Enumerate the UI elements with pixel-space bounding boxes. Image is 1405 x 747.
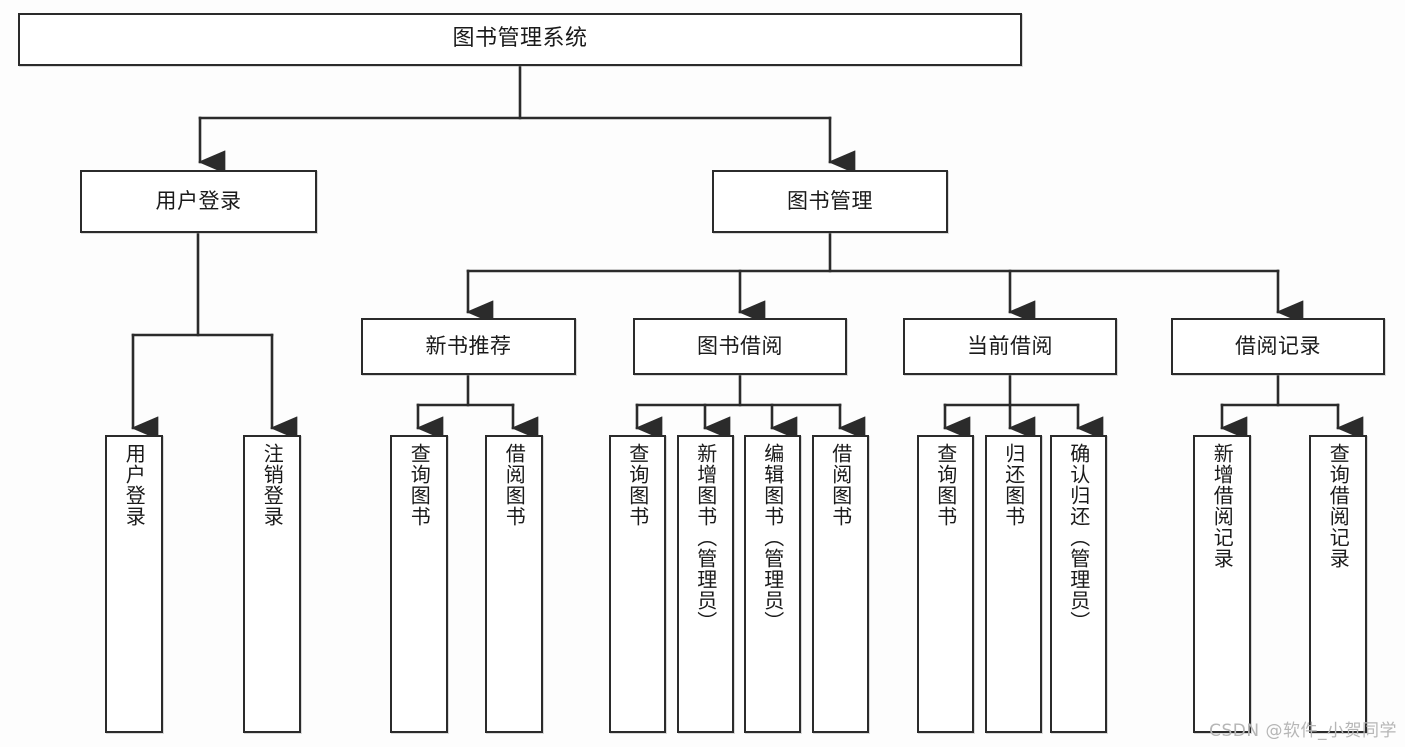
- node-new-book-recommend-label: 新书推荐: [425, 333, 512, 358]
- leaf-add-book-admin[interactable]: 新增图书（管理员）: [677, 435, 734, 733]
- node-current-borrow[interactable]: 当前借阅: [903, 318, 1117, 375]
- node-current-borrow-label: 当前借阅: [967, 333, 1053, 358]
- leaf-add-borrow-record-label: 新增借阅记录: [1210, 443, 1235, 569]
- leaf-query-book-current-label: 查询图书: [933, 443, 958, 527]
- leaf-borrow-book-borrow-label: 借阅图书: [828, 443, 853, 527]
- leaf-borrow-book-borrow[interactable]: 借阅图书: [812, 435, 869, 733]
- leaf-confirm-return-admin-label: 确认归还（管理员）: [1066, 443, 1091, 632]
- node-book-management[interactable]: 图书管理: [712, 170, 948, 233]
- leaf-user-login[interactable]: 用户登录: [105, 435, 163, 733]
- leaf-confirm-return-admin[interactable]: 确认归还（管理员）: [1050, 435, 1107, 733]
- leaf-query-book-borrow-label: 查询图书: [625, 443, 650, 527]
- node-book-management-label: 图书管理: [787, 188, 873, 213]
- leaf-query-book-current[interactable]: 查询图书: [917, 435, 974, 733]
- leaf-borrow-book-newbook-label: 借阅图书: [502, 443, 527, 527]
- leaf-add-book-admin-label: 新增图书（管理员）: [693, 443, 718, 632]
- node-borrow-record-label: 借阅记录: [1235, 333, 1321, 358]
- leaf-edit-book-admin-label: 编辑图书（管理员）: [760, 443, 785, 632]
- node-user-login-label: 用户登录: [155, 188, 242, 213]
- leaf-borrow-book-newbook[interactable]: 借阅图书: [485, 435, 543, 733]
- node-root[interactable]: 图书管理系统: [18, 13, 1022, 66]
- leaf-return-book[interactable]: 归还图书: [985, 435, 1042, 733]
- leaf-return-book-label: 归还图书: [1001, 443, 1026, 527]
- node-book-borrow-label: 图书借阅: [697, 333, 783, 358]
- leaf-logout[interactable]: 注销登录: [243, 435, 301, 733]
- leaf-logout-label: 注销登录: [260, 443, 285, 527]
- leaf-query-borrow-record-label: 查询借阅记录: [1326, 443, 1351, 569]
- leaf-query-borrow-record[interactable]: 查询借阅记录: [1309, 435, 1367, 733]
- leaf-query-book-newbook-label: 查询图书: [407, 443, 432, 527]
- leaf-query-book-borrow[interactable]: 查询图书: [609, 435, 666, 733]
- node-book-borrow[interactable]: 图书借阅: [633, 318, 847, 375]
- leaf-edit-book-admin[interactable]: 编辑图书（管理员）: [744, 435, 801, 733]
- node-new-book-recommend[interactable]: 新书推荐: [361, 318, 576, 375]
- leaf-user-login-label: 用户登录: [122, 443, 147, 527]
- leaf-add-borrow-record[interactable]: 新增借阅记录: [1193, 435, 1251, 733]
- node-user-login[interactable]: 用户登录: [80, 170, 317, 233]
- leaf-query-book-newbook[interactable]: 查询图书: [390, 435, 448, 733]
- node-borrow-record[interactable]: 借阅记录: [1171, 318, 1385, 375]
- node-root-label: 图书管理系统: [452, 26, 588, 52]
